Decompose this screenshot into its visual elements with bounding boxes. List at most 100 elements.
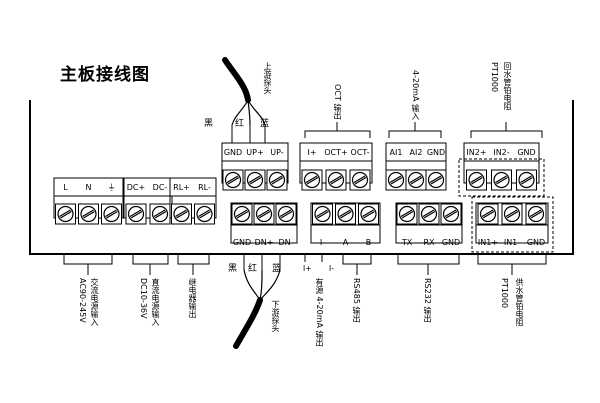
dc-range-label: DC10-36V [139, 278, 148, 319]
return-pipe-label: 回水管铂电阻 [503, 62, 512, 110]
power-screw-1[interactable] [55, 203, 76, 225]
current-output-label: 有源 4-20mA 输出 [315, 278, 324, 347]
up-probe-screw-1[interactable] [222, 169, 244, 191]
supply-pipe-label: 供水管铂电阻 [515, 278, 524, 326]
current-pin-2-label: A [343, 238, 349, 247]
rs232-housing [395, 202, 463, 244]
ac-power-label: 交流电源输入 [90, 278, 99, 326]
current-pin-1-label: I- [320, 238, 325, 247]
in1-pin-1-label: IN1+ [478, 238, 498, 247]
dc-screw-1[interactable] [125, 203, 147, 225]
rs232-screw-2[interactable] [418, 203, 440, 225]
rs485-output-label: RS485 输出 [352, 278, 361, 323]
power-screw-3[interactable] [101, 203, 122, 225]
down-probe-screw-1[interactable] [231, 203, 253, 225]
in2-screw-3[interactable] [516, 169, 537, 191]
upstream-cable [222, 57, 266, 144]
current-housing [310, 202, 381, 244]
relay-screw-1[interactable] [171, 203, 192, 225]
up-probe-pin-2-label: UP+ [246, 148, 263, 157]
in1-pin-3-label: GND [527, 238, 545, 247]
dc-screw-2[interactable] [149, 203, 171, 225]
dc-pin-2-label: DC- [153, 183, 168, 192]
down-probe-pin-1-label: GND [233, 238, 251, 247]
upstream-color-red: 红 [235, 119, 245, 129]
upstream-probe-label: 上游探头 [263, 62, 272, 94]
current-i-minus-label: I- [329, 264, 334, 273]
up-probe-screw-3[interactable] [266, 169, 288, 191]
relay-pin-1-label: RL+ [173, 183, 190, 192]
return-sensor-label: PT1000 [490, 62, 499, 93]
ai-pin-1-label: AI1 [390, 148, 403, 157]
board-outline [29, 100, 574, 255]
dc-pin-1-label: DC+ [127, 183, 145, 192]
rs232-pin-1-label: TX [401, 238, 413, 247]
oct-output-label: OCT 输出 [333, 84, 342, 120]
down-probe-housing [230, 202, 298, 244]
current-screw-1[interactable] [312, 203, 333, 225]
pt1000-dashed-groups [458, 158, 554, 253]
page-title: 主板接线图 [60, 65, 150, 85]
power-pin-3-label: ⏚ [108, 183, 116, 192]
supply-sensor-label: PT1000 [500, 278, 509, 309]
relay-screw-2[interactable] [194, 203, 215, 225]
up-probe-screw-2[interactable] [244, 169, 266, 191]
upstream-color-blue: 蓝 [260, 119, 270, 129]
oct-screw-2[interactable] [325, 169, 347, 191]
oct-screw-3[interactable] [349, 169, 371, 191]
ai-pin-2-label: AI2 [410, 148, 423, 157]
downstream-color-blue: 蓝 [272, 264, 282, 274]
rs232-pin-3-label: GND [442, 238, 460, 247]
in2-pin-3-label: GND [517, 148, 535, 157]
oct-pin-3-label: OCT- [351, 148, 370, 157]
in2-screw-2[interactable] [491, 169, 512, 191]
ai-screw-3[interactable] [425, 169, 447, 191]
up-probe-pin-3-label: UP- [270, 148, 284, 157]
ai-screw-2[interactable] [405, 169, 427, 191]
in1-screw-1[interactable] [477, 203, 499, 225]
relay-pin-2-label: RL- [198, 183, 211, 192]
down-probe-pin-3-label: DN- [278, 238, 293, 247]
power-pin-2-label: N [86, 183, 92, 192]
oct-screw-1[interactable] [301, 169, 323, 191]
power-pin-1-label: L [63, 183, 68, 192]
rs232-screw-1[interactable] [396, 203, 418, 225]
ac-range-label: AC90-245V [78, 278, 87, 323]
down-probe-pin-2-label: DN+ [255, 238, 274, 247]
terminal-blocks: L N ⏚ DC+ DC- RL+ RL- GND UP+ UP- I+ OCT+ OCT- AI1 AI2… [53, 142, 549, 247]
rs232-screw-3[interactable] [440, 203, 462, 225]
ai-screw-1[interactable] [385, 169, 407, 191]
in1-screw-2[interactable] [501, 203, 523, 225]
rs232-pin-2-label: RX [423, 238, 435, 247]
bottom-leads [63, 254, 547, 275]
downstream-color-black: 黑 [228, 264, 238, 274]
relay-output-label: 继电器输出 [188, 278, 197, 318]
ai-pin-3-label: GND [427, 148, 445, 157]
downstream-cable [233, 254, 281, 349]
down-probe-screw-3[interactable] [275, 203, 297, 225]
in1-housing [475, 202, 549, 244]
power-screw-2[interactable] [78, 203, 99, 225]
up-probe-pin-1-label: GND [224, 148, 242, 157]
downstream-color-red: 红 [248, 264, 258, 274]
oct-pin-1-label: I+ [307, 148, 316, 157]
in2-pin-1-label: IN2+ [466, 148, 486, 157]
dc-housing [123, 177, 173, 219]
in2-screw-1[interactable] [466, 169, 487, 191]
in2-pin-2-label: IN2- [493, 148, 509, 157]
current-screw-3[interactable] [358, 203, 379, 225]
down-probe-screw-2[interactable] [253, 203, 275, 225]
current-screw-2[interactable] [335, 203, 356, 225]
top-brackets [304, 122, 543, 138]
in1-screw-3[interactable] [525, 203, 547, 225]
dc-power-label: 直流电源输入 [151, 278, 160, 326]
current-pin-3-label: B [366, 238, 372, 247]
downstream-probe-label: 下游探头 [271, 300, 280, 332]
relay-housing [169, 177, 217, 219]
rs232-output-label: RS232 输出 [423, 278, 432, 323]
in1-pin-2-label: IN1- [504, 238, 520, 247]
oct-pin-2-label: OCT+ [324, 148, 347, 157]
upstream-color-black: 黑 [204, 119, 214, 129]
ai-input-label: 4-20mA 输入 [411, 70, 420, 120]
